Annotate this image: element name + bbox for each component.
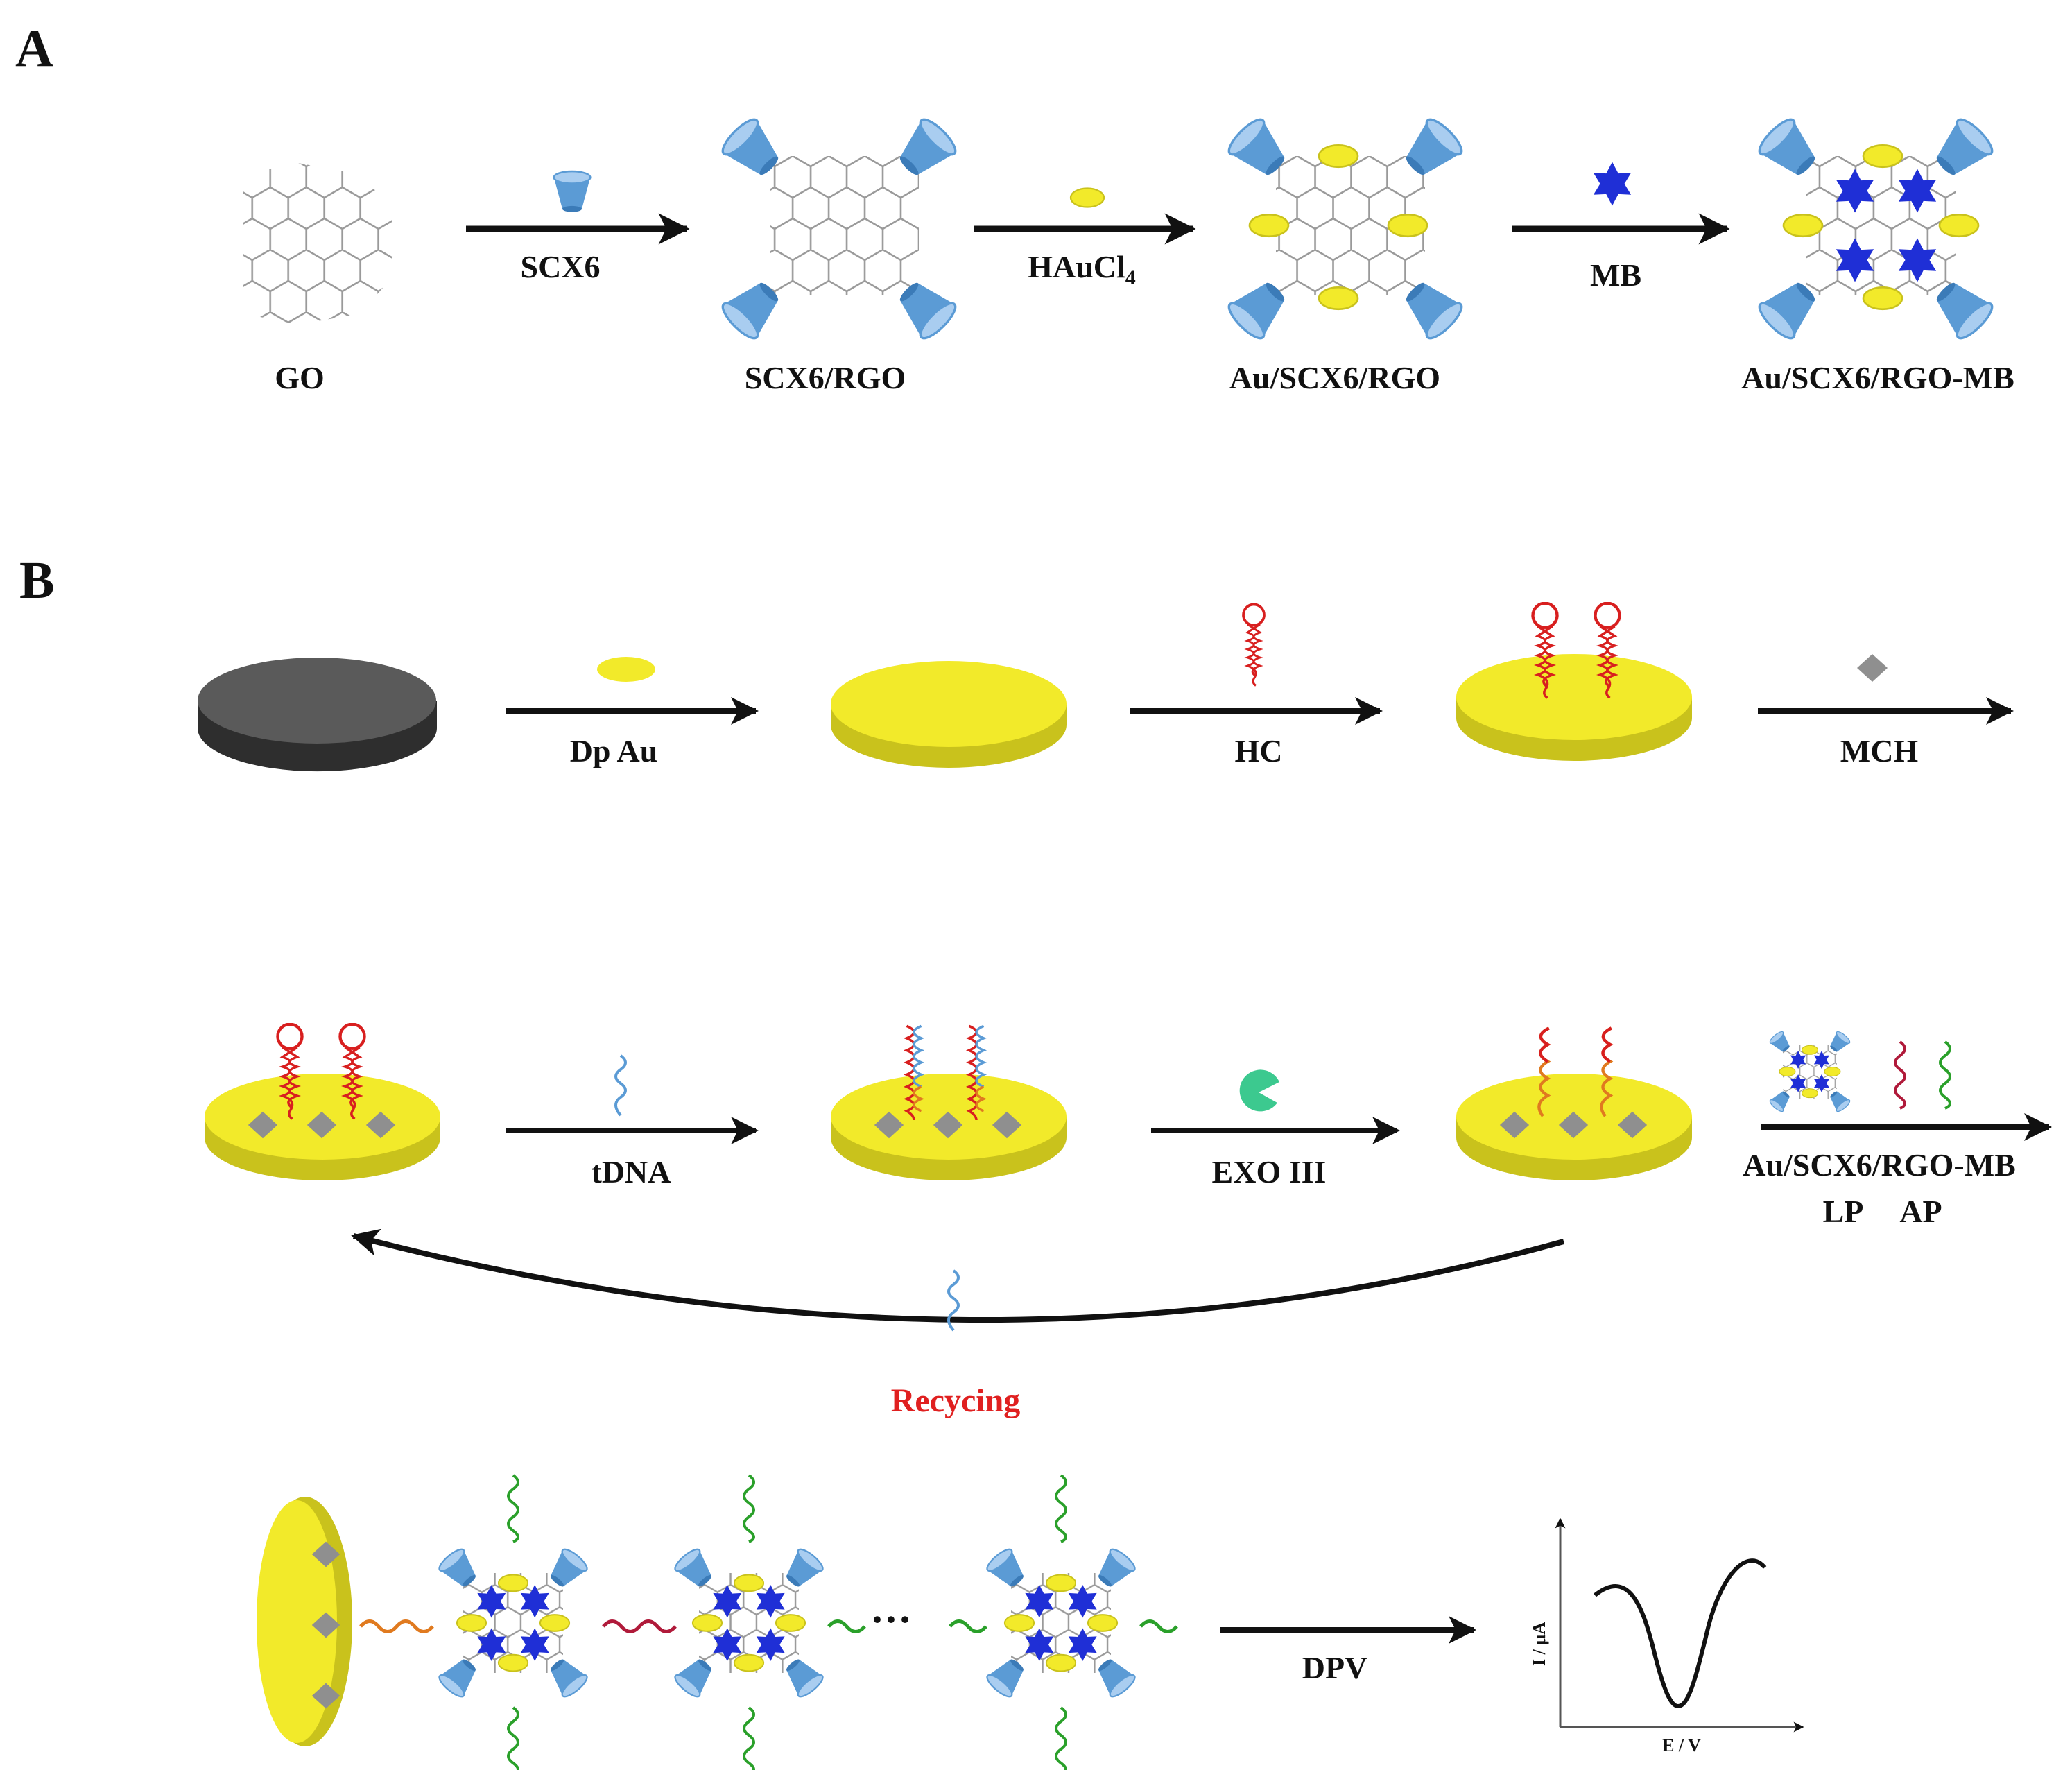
vertical-electrode	[257, 1497, 352, 1746]
mch-blocked-electrode	[205, 1024, 440, 1180]
detection-label-dpv: DPV	[1302, 1650, 1368, 1685]
reagent-label-lp: LP	[1823, 1194, 1864, 1229]
dpv-curve	[1594, 1558, 1767, 1709]
go-sheet	[243, 163, 392, 325]
scx6-rgo-sheet	[716, 113, 962, 345]
material-label-au-scx6-rgo: Au/SCX6/RGO	[1229, 360, 1440, 395]
hairpin-dna-icon	[1243, 605, 1264, 686]
reagent-label-tdna: tDNA	[592, 1154, 671, 1189]
recycle-arrow	[351, 1228, 1565, 1323]
mch-diamond-icon	[1857, 654, 1888, 682]
hybridized-electrode	[831, 1024, 1067, 1180]
nanocomposite-unit-1	[436, 1475, 589, 1770]
material-label-au-scx6-rgo-mb: Au/SCX6/RGO-MB	[1741, 360, 2014, 395]
reagent-label-nanocomposite: Au/SCX6/RGO-MB	[1743, 1147, 2016, 1183]
dpv-plot: I / μA E / V	[1529, 1518, 1804, 1755]
dpv-ylabel: I / μA	[1529, 1622, 1549, 1666]
material-label-scx6-rgo: SCX6/RGO	[745, 360, 906, 395]
target-dna-icon	[614, 1054, 627, 1117]
au-scx6-rgo-sheet	[1223, 113, 1468, 345]
nanocomposite-unit-2	[672, 1475, 866, 1770]
reagent-label-dp-au: Dp Au	[570, 733, 658, 768]
panel-b-letter: B	[19, 551, 55, 610]
nanocomposite-icon	[1768, 1030, 1851, 1113]
reagent-label-haucl4: HAuCl4	[1028, 249, 1136, 289]
captured-strand	[359, 1619, 434, 1633]
methylene-blue-star-icon	[1593, 162, 1632, 206]
lp-probe-icon	[1894, 1040, 1906, 1110]
reagent-label-scx6: SCX6	[520, 249, 600, 284]
reagent-label-hc: HC	[1235, 733, 1283, 768]
reagent-label-mch: MCH	[1840, 733, 1919, 768]
gold-electrode	[831, 661, 1067, 768]
reagent-label-exo-iii: EXO III	[1212, 1154, 1327, 1189]
gold-deposit-icon	[597, 657, 655, 682]
linker-probe-1	[602, 1619, 677, 1633]
dpv-xlabel: E / V	[1662, 1735, 1701, 1755]
recycle-label: Recycing	[891, 1382, 1021, 1419]
panel-a-letter: A	[15, 19, 53, 78]
reagent-label-ap: AP	[1899, 1194, 1942, 1229]
au-scx6-rgo-mb-sheet	[1753, 113, 1998, 345]
material-label-go: GO	[275, 360, 325, 395]
gold-nanoparticle-icon	[1069, 187, 1105, 208]
scx6-cone-icon	[553, 170, 592, 213]
ellipsis: ···	[870, 1597, 912, 1642]
exonuclease-icon	[1239, 1069, 1279, 1112]
ap-probe-icon	[1939, 1040, 1951, 1110]
hc-modified-electrode	[1456, 603, 1692, 761]
digested-electrode	[1456, 1028, 1692, 1180]
reagent-label-mb: MB	[1590, 257, 1641, 293]
nanocomposite-unit-3	[949, 1475, 1178, 1770]
bare-electrode	[198, 658, 437, 772]
